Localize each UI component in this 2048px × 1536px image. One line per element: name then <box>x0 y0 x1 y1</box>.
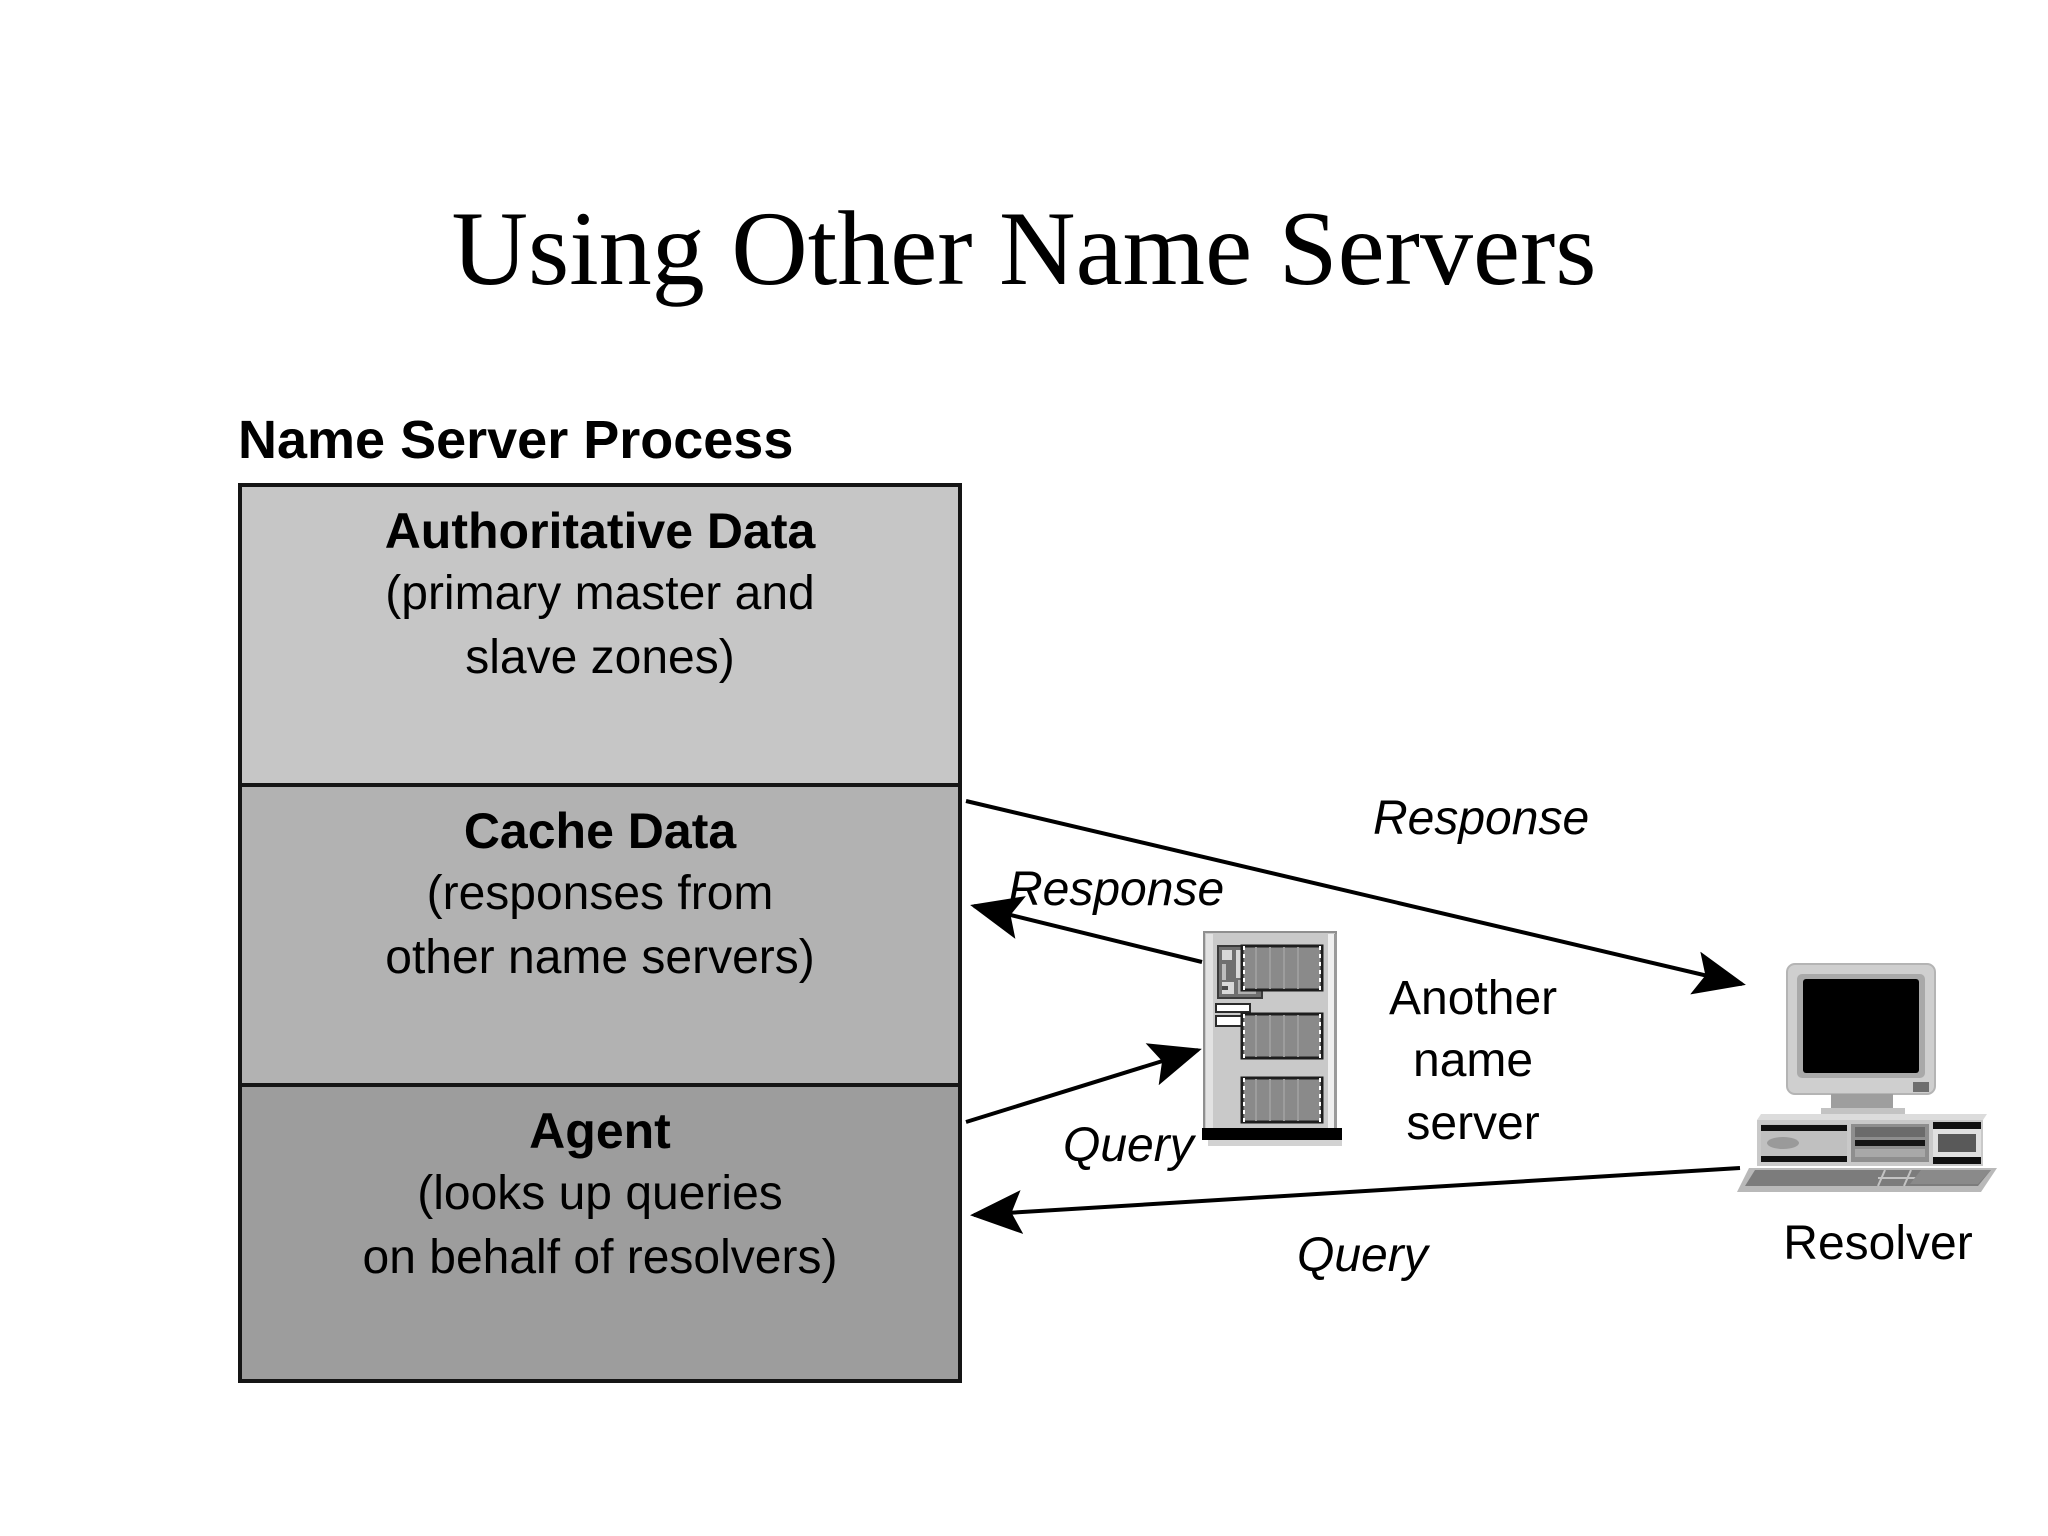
name-server-process-stack: Authoritative Data (primary master and s… <box>238 483 962 1383</box>
flow-label-query-to-another-name-server: Query <box>1063 1119 1194 1172</box>
layer-authoritative-data[interactable]: Authoritative Data (primary master and s… <box>238 483 962 783</box>
arrow-query-to-another-name-server <box>965 1043 1202 1124</box>
caption-line: server <box>1406 1096 1540 1150</box>
arrow-query-from-resolver <box>970 1166 1741 1235</box>
layer-detail-line: other name servers) <box>385 931 815 985</box>
layer-detail-line: (looks up queries <box>417 1167 783 1220</box>
caption-line: Another <box>1389 972 1558 1025</box>
layer-title-authoritative-data: Authoritative Data <box>384 503 816 559</box>
layer-cache-data[interactable]: Cache Data (responses from other name se… <box>238 783 962 1083</box>
another-name-server-caption: Another name server <box>1389 968 1557 1155</box>
resolver-caption: Resolver <box>1783 1217 1973 1270</box>
layer-detail-line: (primary master and <box>385 567 815 620</box>
layer-title-cache-data: Cache Data <box>463 803 737 859</box>
layer-detail-line: slave zones) <box>465 631 735 685</box>
name-server-process-heading: Name Server Process <box>238 410 794 470</box>
layer-detail-line: (responses from <box>426 867 774 920</box>
caption-line: name <box>1413 1034 1534 1088</box>
flow-label-response-to-resolver: Response <box>1373 792 1590 845</box>
layer-title-agent: Agent <box>529 1103 671 1159</box>
server-rack-icon <box>1200 930 1348 1160</box>
flow-label-response-from-another-name-server: Response <box>1008 863 1225 916</box>
flow-label-query-from-resolver: Query <box>1297 1229 1428 1282</box>
page-title: Using Other Name Servers <box>451 190 1597 307</box>
layer-detail-line: on behalf of resolvers) <box>362 1231 838 1285</box>
desktop-computer-icon <box>1735 962 2025 1196</box>
layer-agent[interactable]: Agent (looks up queries on behalf of res… <box>238 1083 962 1383</box>
